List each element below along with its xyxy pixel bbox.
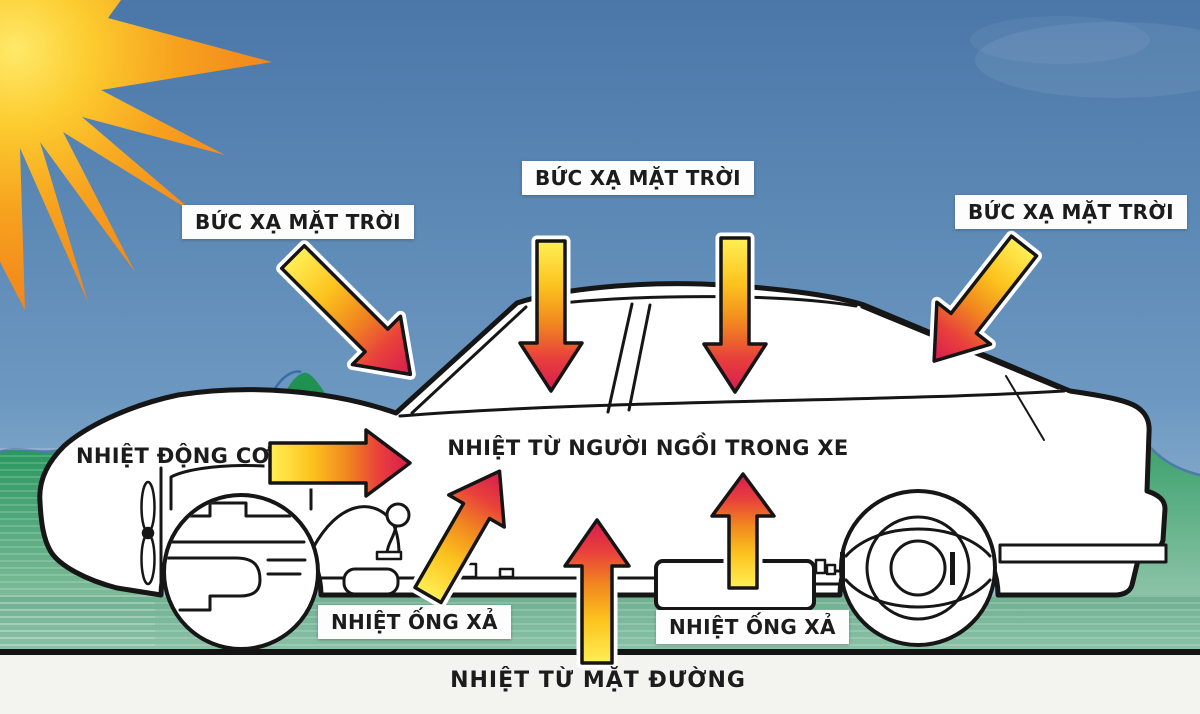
front-wheel — [162, 493, 320, 651]
label-exhaust-heat-right: NHIỆT ỐNG XẢ — [656, 610, 849, 644]
solar-arrow-rear-window — [928, 230, 1043, 367]
label-solar-radiation-right: BỨC XẠ MẶT TRỜI — [955, 195, 1187, 229]
label-solar-radiation-center: BỨC XẠ MẶT TRỜI — [522, 161, 754, 195]
label-engine-heat: NHIỆT ĐỘNG CƠ — [76, 444, 271, 468]
radiator-fan-icon — [140, 480, 156, 586]
underbody-bracket-3 — [814, 558, 827, 575]
exhaust-heat-arrow-rear — [706, 468, 780, 594]
rear-wheel — [839, 489, 997, 647]
car-illustration — [37, 281, 1168, 651]
cloud — [975, 22, 1200, 98]
sun-icon — [0, 0, 272, 310]
engine-heat-arrow — [264, 424, 416, 502]
solar-arrow-windshield — [276, 240, 416, 380]
window-lines — [398, 295, 1066, 418]
exhaust-heat-arrow-front — [409, 465, 510, 608]
label-road-heat: NHIỆT TỪ MẶT ĐƯỜNG — [450, 668, 746, 693]
cloud-small — [970, 16, 1150, 64]
gear-base — [375, 550, 403, 561]
underbody-bracket-2 — [498, 567, 515, 579]
fuel-tank — [342, 567, 400, 596]
trunk-shutline — [1005, 375, 1045, 441]
label-solar-radiation-left: BỨC XẠ MẶT TRỜI — [182, 205, 414, 239]
label-exhaust-heat-left: NHIỆT ỐNG XẢ — [318, 605, 511, 639]
tailpipe — [998, 543, 1168, 564]
solar-arrow-roof-rear — [698, 232, 772, 398]
heat-arrows — [264, 230, 1043, 669]
solar-arrow-roof-front — [514, 235, 588, 397]
label-passenger-heat: NHIỆT TỪ NGƯỜI NGỒI TRONG XE — [447, 436, 849, 460]
road-heat-arrow — [559, 514, 635, 669]
underbody-bracket-4 — [825, 563, 837, 576]
gear-knob — [385, 502, 411, 528]
